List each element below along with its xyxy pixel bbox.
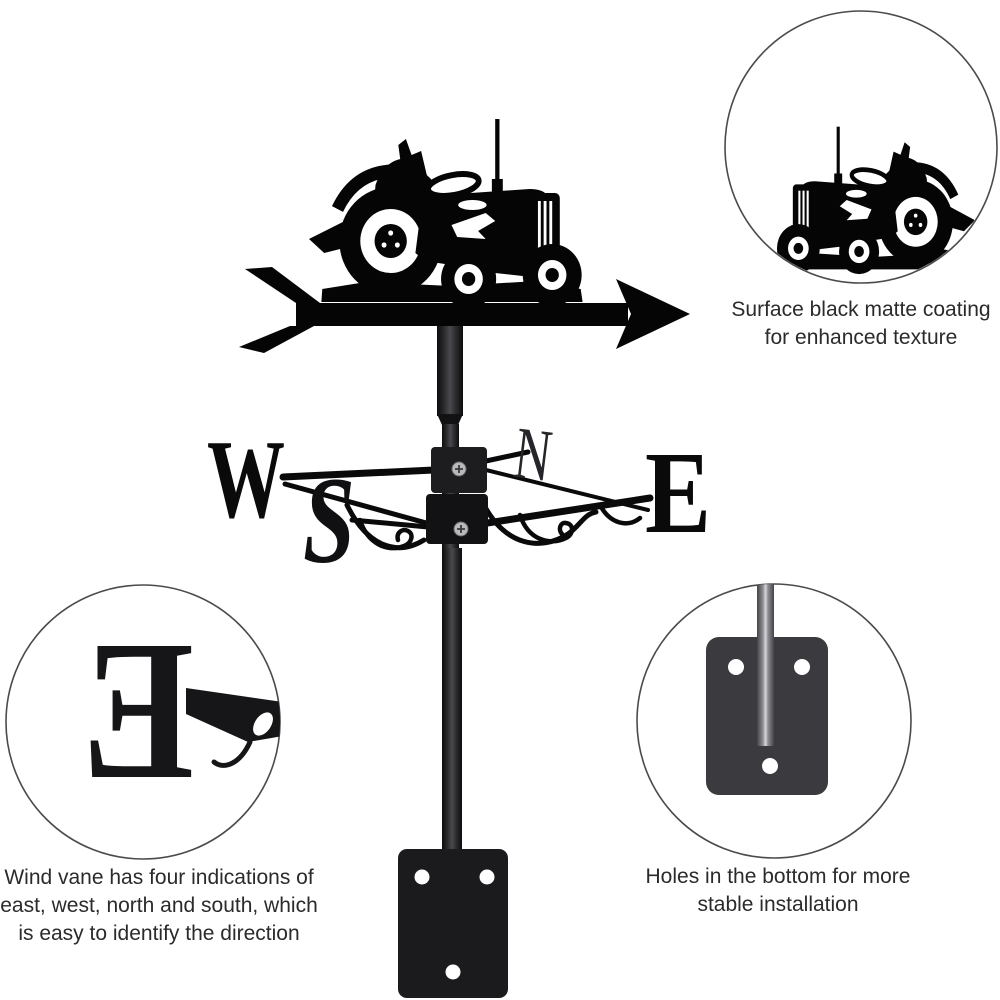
caption-directions-line3: is easy to identify the direction — [18, 922, 300, 945]
compass-arms — [279, 449, 654, 551]
caption-mounting: Holes in the bottom for more stable inst… — [617, 863, 939, 919]
callout-mounting-content — [706, 584, 828, 795]
scrollwork-right-end — [597, 502, 643, 526]
wind-arrow — [239, 267, 690, 353]
compass-arm-south — [349, 517, 431, 530]
letter-arm-cutout — [253, 712, 273, 736]
screw-icon-lower — [453, 521, 469, 537]
arrow-head-icon — [616, 279, 690, 349]
scrollwork-left-curl — [357, 517, 414, 551]
compass-hub-lower — [426, 494, 488, 544]
letter-e-zoom: E — [82, 600, 194, 821]
caption-coating-line2: for enhanced texture — [764, 326, 958, 349]
tractor-silhouette — [309, 119, 583, 308]
caption-directions-line1: Wind vane has four indications of — [4, 866, 314, 889]
caption-coating-line1: Surface black matte coating — [731, 298, 991, 321]
compass-arm-diagonal-right — [476, 466, 650, 512]
plate-hole — [414, 869, 430, 885]
scrollwork-right-curl — [517, 512, 575, 544]
vane-pole-taper — [437, 414, 463, 425]
caption-directions: Wind vane has four indications of east, … — [0, 864, 320, 948]
arrow-fletch-bottom — [239, 326, 314, 353]
plate-hole-zoom — [728, 659, 744, 675]
mounting-plate — [398, 849, 508, 998]
caption-directions-line2: east, west, north and south, which — [0, 894, 318, 917]
arrow-fletch-top — [245, 267, 320, 303]
letter-arm-curl — [211, 739, 253, 768]
vane-pole-upper — [437, 326, 463, 416]
compass-arm-west — [279, 466, 438, 481]
compass-arm-east — [477, 494, 654, 528]
pole-zoom — [757, 584, 774, 746]
compass-letter-west: W — [207, 418, 285, 542]
callout-directions-content: E — [82, 600, 280, 821]
scrollwork-right — [481, 502, 599, 546]
plate-hole — [445, 964, 461, 980]
compass-letter-east: E — [645, 427, 711, 558]
plate-hole-zoom — [762, 758, 778, 774]
compass-arm-diagonal-left — [282, 481, 433, 527]
plate-hole — [479, 869, 495, 885]
plate-hole-zoom — [794, 659, 810, 675]
caption-coating: Surface black matte coating for enhanced… — [711, 296, 1000, 352]
screw-icon-upper — [451, 461, 467, 477]
caption-mounting-line1: Holes in the bottom for more — [645, 865, 911, 888]
compass-letter-south: S — [303, 452, 355, 589]
caption-mounting-line2: stable installation — [697, 893, 859, 916]
vane-pole-lower — [442, 548, 462, 850]
